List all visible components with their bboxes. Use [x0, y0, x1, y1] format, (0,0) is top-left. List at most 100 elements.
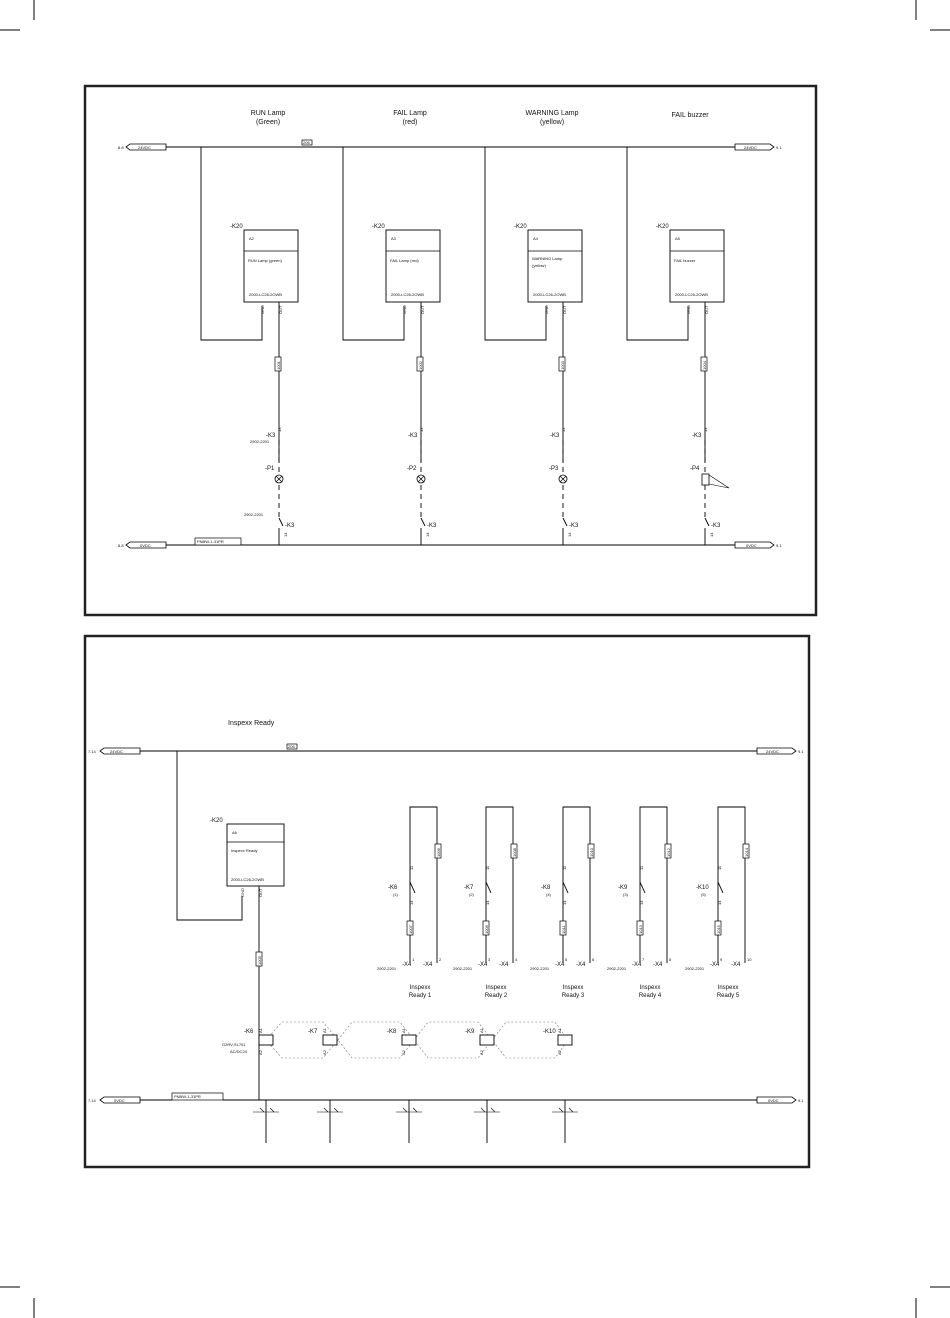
terminal-module-ref: 2902-2201 [607, 966, 627, 971]
rail-label-0v-left: 0VDC [140, 543, 151, 548]
diagram-2-title: Inspexx Ready [228, 720, 275, 727]
buzzer-icon [701, 473, 730, 489]
terminal-module-ref: 2902-2201 [377, 966, 397, 971]
channel-1: RUN Lamp (Green) -K20 A2 RUN Lamp (green… [200, 110, 299, 545]
coil-symbol [258, 1034, 274, 1046]
term-gnd: GND [402, 305, 407, 314]
device-tag: -P3 [549, 466, 559, 472]
contact-symbol-5 [552, 1100, 578, 1143]
device-tag: -P2 [407, 466, 417, 472]
terminal-right: -X4 [499, 962, 509, 968]
relay-pin-bottom: 14 [709, 532, 714, 537]
term-gnd: GND [686, 305, 691, 314]
term-gnd: GND [544, 305, 549, 314]
diagram-2-rails [140, 750, 757, 1101]
cable-label: PNBW-1-31PR [197, 539, 224, 544]
contact-symbol-3 [396, 1100, 422, 1143]
channel-title-line2: (yellow) [540, 119, 564, 126]
io-module [385, 229, 441, 303]
module-tag: -K20 [372, 224, 385, 230]
coil-pin-top: A1 [401, 1027, 406, 1033]
contact-pin-bottom: 14 [485, 900, 490, 905]
wire-number-top: 1010 [589, 847, 594, 857]
coil-tag: -K8 [387, 1029, 397, 1035]
channel-2: FAIL Lamp (red) -K20 A3 FAIL Lamp (red) … [342, 110, 441, 545]
output-label-line1: Inspexx [718, 985, 739, 991]
relay-number: (1) [393, 892, 399, 897]
contact-pin-bottom: 14 [717, 900, 722, 905]
rail-label-0v-right: 0VDC [746, 543, 757, 548]
io-module [527, 229, 583, 303]
module-tag: -K20 [230, 224, 243, 230]
rail-ref-left-bottom: 7.14 [88, 1098, 97, 1103]
wire-number-bottom: 1011 [561, 925, 566, 934]
term-out: OUT [562, 305, 567, 314]
term-gnd: GND [260, 305, 265, 314]
terminal-right: -X4 [731, 962, 741, 968]
contact-pin-bottom: 14 [639, 900, 644, 905]
diagram-1-frame [83, 84, 818, 617]
rail-ref-left-top: 7.14 [88, 749, 97, 754]
relay-pin-bottom: 14 [425, 532, 430, 537]
coil-ref-line2: AC/DC24 [230, 1049, 248, 1054]
module-desc: RUN Lamp (green) [248, 258, 282, 263]
cable-tag: PNBW-1-31PR [194, 537, 242, 546]
relay-module-ref: 2902-2201 [250, 439, 270, 444]
output-label-line1: Inspexx [410, 985, 431, 991]
relay-bottom-tag: -K3 [711, 523, 721, 529]
terminal-right-pin: 2 [439, 957, 442, 962]
term-out: OUT [420, 305, 425, 314]
relay-tag: -K6 [388, 885, 398, 891]
relay-bottom-tag: -K3 [427, 523, 437, 529]
module-desc: FAIL Lamp (red) [390, 258, 419, 263]
relay-tag: -K7 [464, 885, 474, 891]
contact-symbol-2 [317, 1100, 343, 1143]
module-tag: -K20 [210, 818, 223, 824]
relay-tag: -K3 [692, 433, 702, 439]
coil-symbol [557, 1034, 573, 1046]
rail-24v-right-tag: 24VDC 9.1 [734, 143, 782, 151]
relay-bottom-tag: -K3 [569, 523, 579, 529]
coil-pin-bottom: A2 [258, 1049, 263, 1055]
coil-pin-top: A1 [557, 1027, 562, 1033]
terminal-left: -X4 [402, 962, 412, 968]
rail-24v-right-tag-2: 24VDC 9.1 [756, 747, 804, 755]
rail-label-24v-left: 24VDC [110, 749, 123, 754]
relay-pin-top: 13 [561, 427, 566, 432]
rail-label-24v-right: 24VDC [766, 749, 779, 754]
contact-pin-top: 11 [562, 865, 567, 870]
module-desc: Inspexx Ready [231, 848, 257, 853]
relay-pin-top: 13 [277, 427, 282, 432]
output-label-line2: Ready 4 [639, 993, 662, 999]
channel-3: WARNING Lamp (yellow) -K20 A4 WARNING La… [484, 110, 583, 545]
cable-label: PNBW-1-31PR [174, 1094, 201, 1099]
module-desc: FAIL buzzer [674, 258, 696, 263]
coil-pin-top: A1 [322, 1027, 327, 1033]
cable-tag-2: PNBW-1-31PR [171, 1092, 224, 1101]
coil-symbol [322, 1034, 338, 1046]
module-tag: -K20 [656, 224, 669, 230]
module-slot: A6 [232, 830, 238, 835]
coil-symbol [479, 1034, 495, 1046]
wire-number-bottom: 1007 [408, 924, 413, 934]
coil-symbol [401, 1034, 417, 1046]
coil-tag: -K10 [543, 1029, 556, 1035]
diagram-1-rails [166, 146, 735, 546]
wire-number: 1003 [560, 360, 565, 370]
terminal-left: -X4 [478, 962, 488, 968]
rail-24v-left-tag: 8.8 24VDC [118, 143, 167, 151]
terminal-module-ref: 2902-2201 [685, 966, 705, 971]
wire-number-top: 1014 [744, 847, 749, 857]
relay-pin-bottom: 14 [283, 532, 288, 537]
contact-pin-bottom: 14 [409, 900, 414, 905]
relay-pin-top: 13 [419, 427, 424, 432]
rail-label-24v-right: 24VDC [744, 145, 757, 150]
coil-tag: -K6 [244, 1029, 254, 1035]
